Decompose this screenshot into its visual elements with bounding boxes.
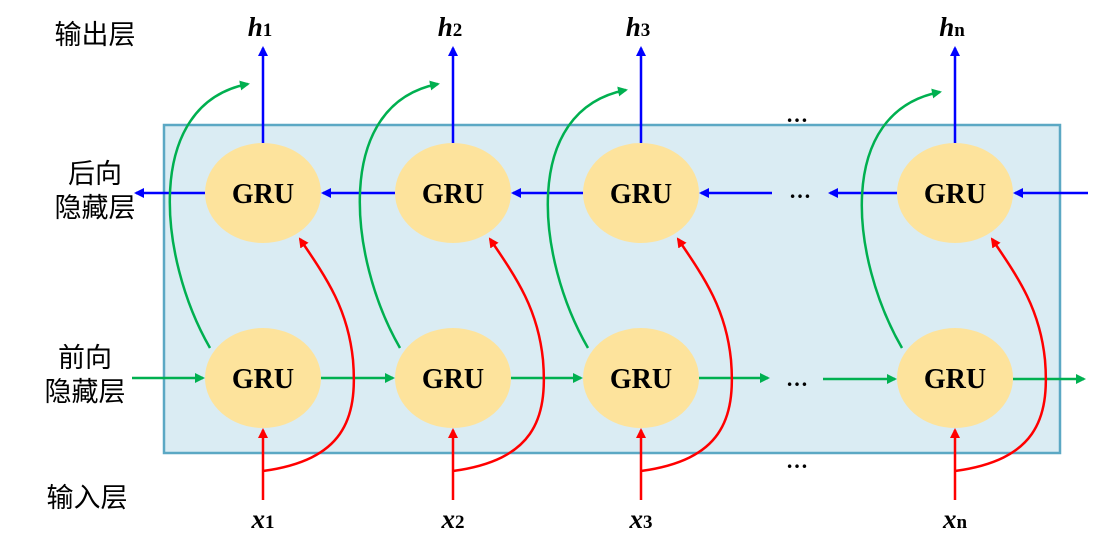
input-label-x3: x3 — [629, 504, 653, 534]
output-label-h1: h1 — [248, 12, 273, 42]
forward-to-output-curve-3 — [546, 86, 628, 349]
gru-cell-backward-3 — [583, 143, 699, 243]
gru-cell-backward-1 — [205, 143, 321, 243]
nodes: GRU GRU GRU GRU GRU GRU GRU GRU — [205, 143, 1013, 428]
input-to-backward-curve-n — [954, 237, 1048, 473]
output-label-h3: h3 — [626, 12, 651, 42]
gru-cell-forward-1 — [205, 328, 321, 428]
gru-cell-forward-2 — [395, 328, 511, 428]
forward-hidden-layer-label: 前向 隐藏层 — [44, 343, 126, 408]
gru-label-backward-n: GRU — [924, 179, 986, 210]
input-to-backward-curve-3 — [640, 237, 734, 473]
labels: h1 x1 h2 x2 h3 x3 hn xn … … … … — [248, 12, 968, 534]
backward-hidden-layer-label: 后向 隐藏层 — [54, 159, 136, 224]
input-label-x1: x1 — [251, 504, 275, 534]
gru-label-forward-3: GRU — [610, 364, 672, 395]
gru-label-forward-1: GRU — [232, 364, 294, 395]
ellipsis-output-row: … — [786, 102, 808, 127]
forward-to-output-curve-n — [860, 88, 942, 349]
output-label-h2: h2 — [438, 12, 463, 42]
output-layer-label: 输出层 — [54, 20, 136, 51]
ellipsis-backward-row: … — [789, 178, 811, 203]
input-layer-label: 输入层 — [46, 483, 128, 514]
gru-label-backward-3: GRU — [610, 179, 672, 210]
gru-cell-forward-n — [897, 328, 1013, 428]
input-to-backward-curve-2 — [452, 237, 546, 473]
ellipsis-input-row: … — [786, 448, 808, 473]
forward-to-output-curve-1 — [168, 80, 250, 349]
ellipsis-forward-row: … — [786, 366, 808, 391]
input-label-x2: x2 — [441, 504, 465, 534]
gru-label-forward-n: GRU — [924, 364, 986, 395]
input-to-backward-curve-1 — [262, 237, 356, 473]
forward-to-output-curve-2 — [358, 80, 440, 349]
input-label-xn: xn — [942, 504, 968, 534]
gru-cell-backward-2 — [395, 143, 511, 243]
gru-cell-forward-3 — [583, 328, 699, 428]
output-label-hn: hn — [939, 12, 965, 42]
gru-cell-backward-n — [897, 143, 1013, 243]
gru-label-backward-2: GRU — [422, 179, 484, 210]
gru-label-forward-2: GRU — [422, 364, 484, 395]
gru-label-backward-1: GRU — [232, 179, 294, 210]
edges — [132, 46, 1088, 500]
